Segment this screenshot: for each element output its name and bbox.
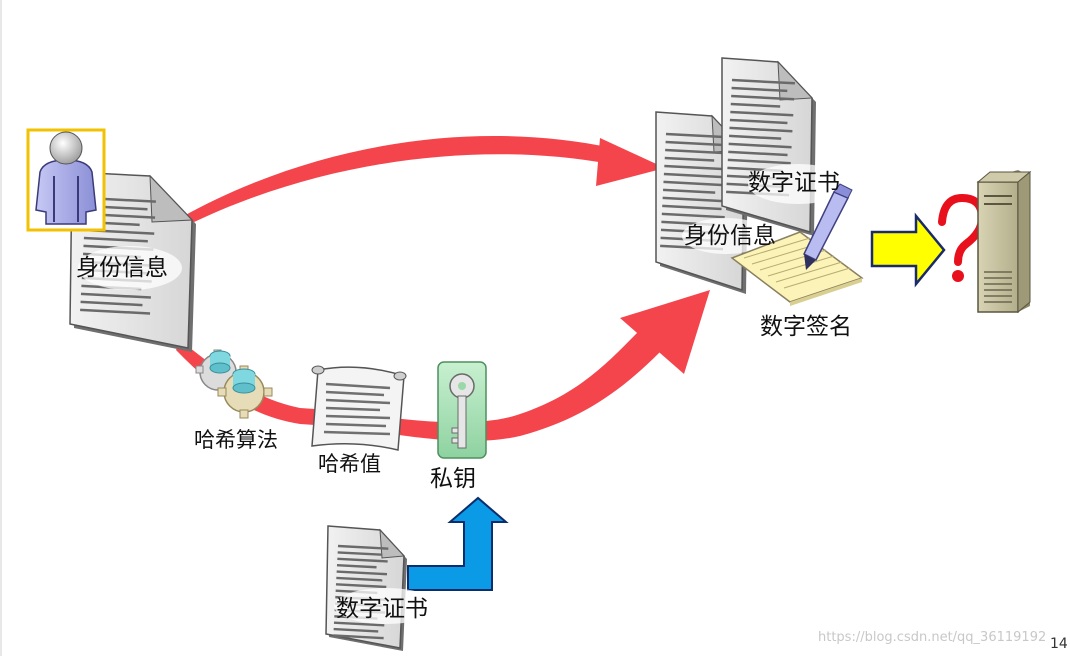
pen-icon xyxy=(803,183,853,270)
identity-info-label-left: 身份信息 xyxy=(76,255,168,281)
gears-icon xyxy=(195,349,273,419)
notepad-icon xyxy=(730,231,864,306)
blue-arrow xyxy=(407,496,509,591)
hash-algorithm-label: 哈希算法 xyxy=(194,428,278,452)
red-arrow-top xyxy=(180,135,665,226)
scroll-icon xyxy=(311,365,407,451)
digital-certificate-label-top: 数字证书 xyxy=(748,170,840,196)
hash-value-label: 哈希值 xyxy=(318,452,381,476)
certificate-document-icon xyxy=(325,525,438,651)
private-key-label: 私钥 xyxy=(430,466,476,492)
identity-info-label-right: 身份信息 xyxy=(684,223,776,249)
digital-certificate-label-bottom: 数字证书 xyxy=(336,596,428,622)
digital-signature-label: 数字签名 xyxy=(760,314,852,340)
red-arrow-bottom xyxy=(176,290,710,441)
yellow-arrow xyxy=(870,212,946,288)
key-icon xyxy=(437,361,487,459)
user-icon xyxy=(26,128,106,232)
certificate-document-icon-right xyxy=(721,57,848,236)
server-icon xyxy=(976,170,1032,314)
question-mark-icon xyxy=(938,193,987,282)
watermark-text: https://blog.csdn.net/qq_36119192 xyxy=(818,630,1047,645)
page-number: 14 xyxy=(1050,636,1068,652)
